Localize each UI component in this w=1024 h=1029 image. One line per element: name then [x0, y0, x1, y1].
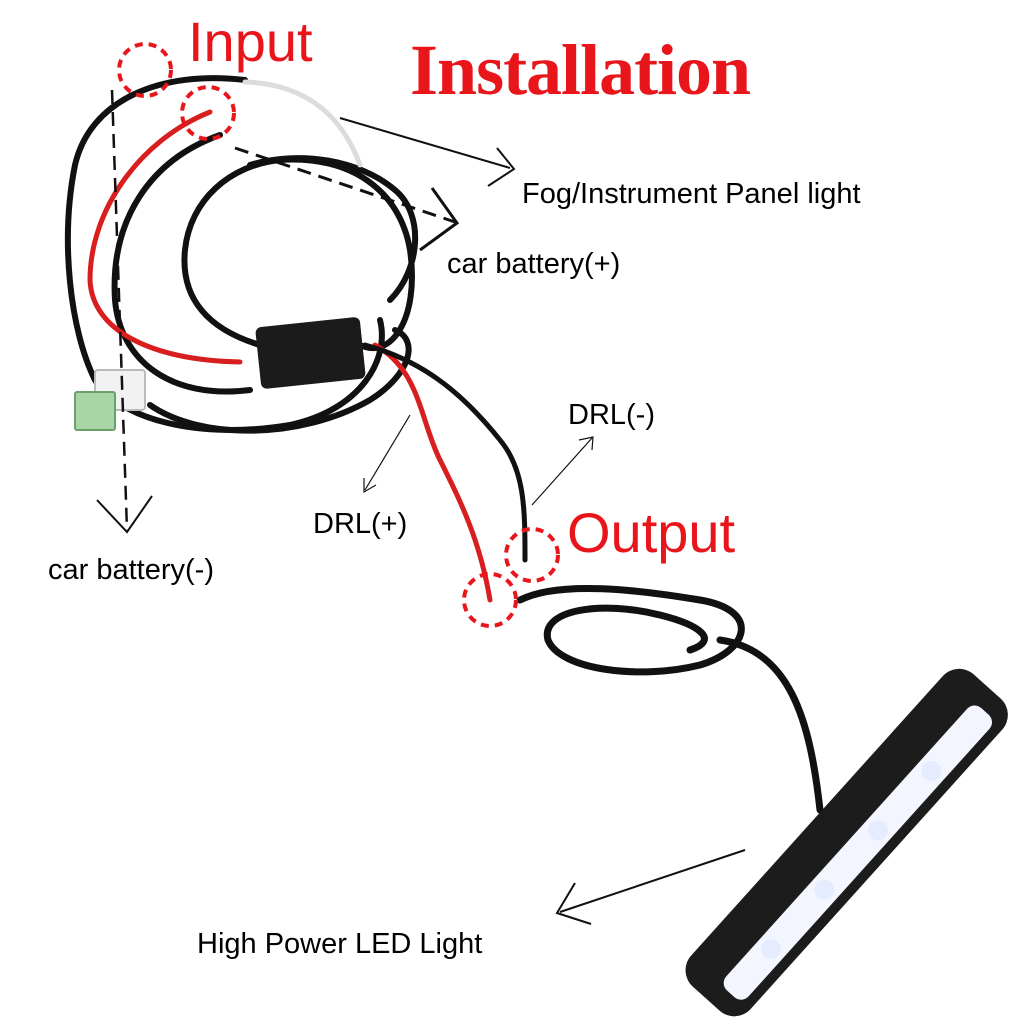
drl-neg-label: DRL(-) — [568, 399, 655, 431]
marker-input-right — [180, 85, 236, 141]
drl-pos-arrow-head — [363, 478, 377, 494]
drl-pos-arrow-line — [364, 414, 411, 491]
battery-pos-arrow-head — [419, 187, 460, 252]
fuse-holder — [74, 369, 146, 431]
drl-pos-label: DRL(+) — [313, 508, 408, 540]
input-label: Input — [188, 10, 313, 73]
led-light-label: High Power LED Light — [197, 928, 483, 960]
drl-neg-arrow-head — [578, 436, 594, 451]
black-wire-upper-loop — [247, 155, 418, 303]
led-light-bar — [685, 668, 1008, 1017]
marker-output-left — [462, 572, 518, 628]
battery-neg-label: car battery(-) — [48, 554, 214, 586]
diagram-title: Installation — [410, 30, 751, 110]
red-wire-input — [87, 109, 243, 365]
marker-input-left — [117, 42, 173, 98]
battery-neg-arrow-head — [96, 495, 153, 534]
battery-pos-arrow-line — [234, 146, 456, 224]
battery-neg-arrow-line — [110, 89, 129, 531]
led-cable-coil — [516, 584, 745, 676]
connection-markers — [117, 42, 560, 628]
output-label: Output — [567, 501, 736, 564]
marker-output-right — [504, 527, 560, 583]
led-arrow-line — [559, 849, 746, 913]
annotation-arrows — [96, 89, 746, 925]
drl-neg-arrow-line — [531, 437, 593, 506]
black-wire-mid-loop — [111, 132, 253, 395]
black-wire-output — [362, 342, 528, 563]
fog-arrow-line — [339, 117, 511, 169]
red-wire-output — [372, 342, 493, 603]
battery-pos-label: car battery(+) — [447, 248, 621, 280]
fog-arrow-head — [487, 147, 516, 187]
wire-harness — [64, 75, 824, 814]
led-arrow-head — [555, 882, 592, 925]
controller-module — [255, 317, 366, 389]
black-wire-lower-loop — [147, 327, 412, 434]
fog-panel-label: Fog/Instrument Panel light — [522, 178, 861, 210]
white-wire-input — [242, 79, 363, 168]
led-cable — [716, 636, 824, 814]
